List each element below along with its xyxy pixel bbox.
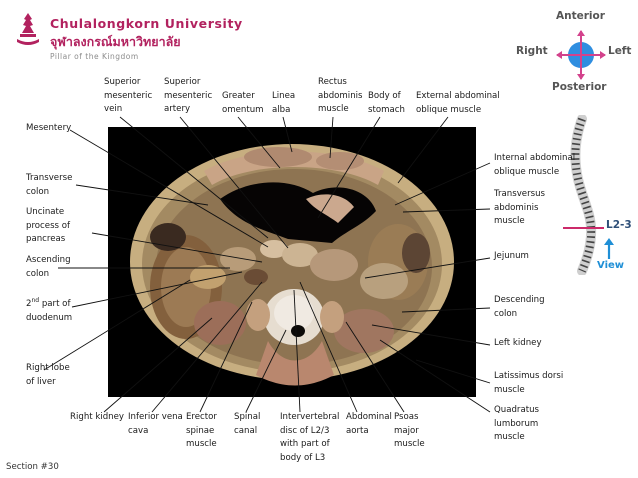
chulalongkorn-logo: Chulalongkorn University จุฬาลงกรณ์มหาวิ… bbox=[14, 10, 242, 61]
university-name-english: Chulalongkorn University bbox=[50, 16, 243, 31]
university-name-thai: จุฬาลงกรณ์มหาวิทยาลัย bbox=[50, 34, 181, 49]
label-jejunum: Jejunum bbox=[494, 251, 529, 261]
orientation-compass bbox=[556, 30, 606, 80]
view-arrow-icon bbox=[604, 238, 614, 259]
compass-left-label: Left bbox=[608, 45, 632, 57]
section-number: Section #30 bbox=[6, 462, 59, 472]
section-level-line bbox=[563, 227, 604, 229]
spine-column-icon bbox=[570, 115, 597, 275]
level-label: L2-3 bbox=[606, 219, 632, 231]
compass-right-label: Right bbox=[516, 45, 548, 57]
compass-anterior-label: Anterior bbox=[556, 10, 605, 22]
abdominal-cross-section-image bbox=[108, 127, 476, 397]
university-seal-icon bbox=[17, 13, 39, 45]
label-left-kidney: Left kidney bbox=[494, 338, 542, 348]
label-right-kidney: Right kidney bbox=[70, 412, 125, 422]
university-tagline: Pillar of the Kingdom bbox=[50, 52, 139, 61]
label-second-part-duodenum: 2nd part of duodenum bbox=[26, 297, 73, 323]
label-mesentery: Mesentery bbox=[26, 123, 72, 133]
view-label: View bbox=[597, 260, 625, 271]
compass-posterior-label: Posterior bbox=[552, 81, 607, 93]
